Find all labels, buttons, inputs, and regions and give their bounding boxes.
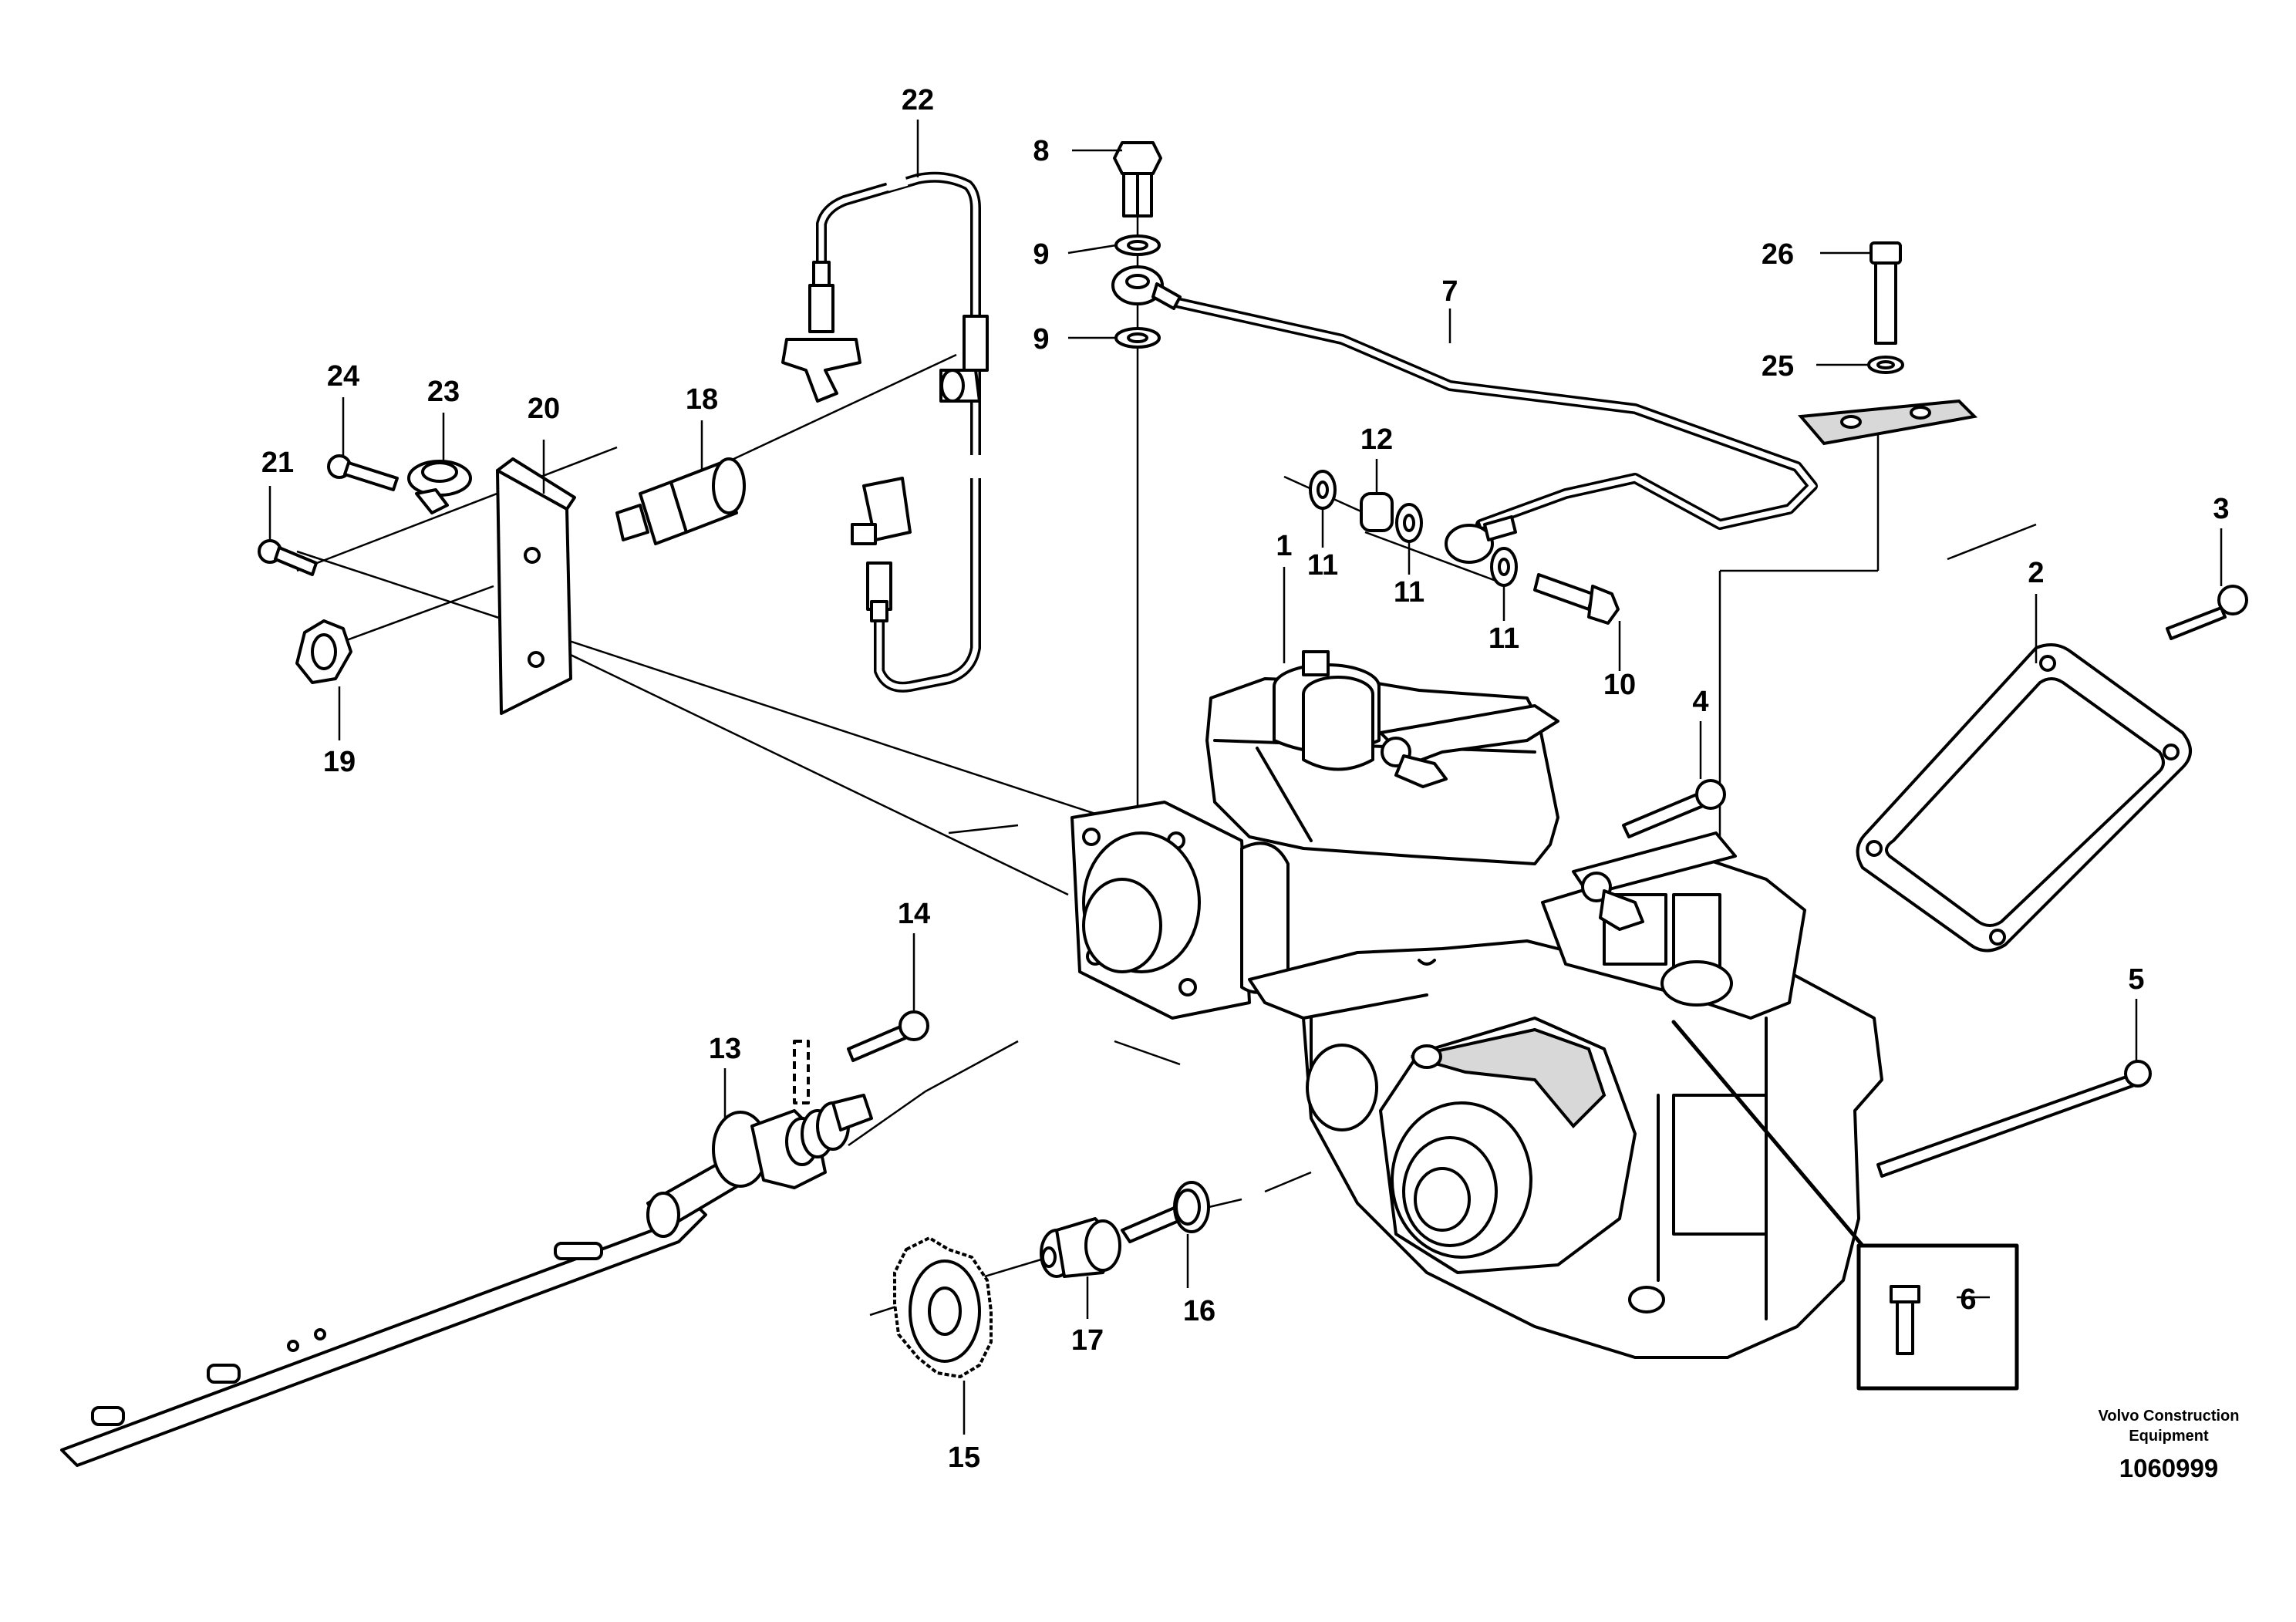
brand-line-2: Equipment <box>2129 1428 2209 1445</box>
callout-3: 3 <box>2213 493 2229 525</box>
callout-11c: 11 <box>1489 622 1519 655</box>
callout-16: 16 <box>1183 1295 1215 1327</box>
gear-15 <box>893 1236 993 1378</box>
pump-housing <box>1070 650 1883 1359</box>
callout-6: 6 <box>1960 1283 1976 1316</box>
nut-19 <box>295 619 352 684</box>
callout-20: 20 <box>528 393 560 425</box>
callout-12: 12 <box>1360 423 1393 456</box>
callout-19: 19 <box>323 746 356 778</box>
gasket-cover <box>1856 643 2192 953</box>
callout-17: 17 <box>1071 1324 1104 1357</box>
callout-14: 14 <box>898 898 930 930</box>
bolt-3 <box>2166 585 2248 640</box>
bolt-4 <box>1622 779 1726 838</box>
clamp-23 <box>327 454 472 514</box>
banjo-assembly-2 <box>1309 470 1620 625</box>
callout-23: 23 <box>427 376 460 408</box>
callout-22: 22 <box>902 84 934 116</box>
sleeve-17 <box>1040 1217 1121 1278</box>
callout-25: 25 <box>1762 350 1794 383</box>
callout-9b: 9 <box>1033 323 1049 356</box>
callout-labels: 1 2 3 4 5 6 7 8 9 9 10 11 11 11 12 13 14… <box>261 84 2230 1474</box>
brand-block: Volvo Construction Equipment 1060999 <box>2099 1408 2240 1482</box>
callout-9a: 9 <box>1033 238 1049 271</box>
callout-1: 1 <box>1276 530 1292 562</box>
callout-13: 13 <box>709 1033 741 1065</box>
callout-15: 15 <box>948 1442 980 1474</box>
callout-2: 2 <box>2028 557 2044 589</box>
callout-4: 4 <box>1692 686 1708 718</box>
callout-18: 18 <box>686 383 718 416</box>
banjo-assembly <box>1111 141 1182 349</box>
callout-10: 10 <box>1603 669 1636 701</box>
callout-24: 24 <box>327 360 359 393</box>
bolt-16 <box>1121 1181 1210 1243</box>
bolt-21 <box>258 539 318 576</box>
brand-line-1: Volvo Construction <box>2099 1408 2240 1425</box>
bolt-5 <box>1876 1060 2152 1178</box>
pipe-22 <box>781 171 989 693</box>
callout-7: 7 <box>1441 275 1458 308</box>
callout-11b: 11 <box>1394 576 1424 609</box>
part-13 <box>60 1040 873 1467</box>
document-number: 1060999 <box>2119 1454 2218 1482</box>
sensor-18 <box>615 457 746 545</box>
bracket-20 <box>496 457 576 715</box>
callout-5: 5 <box>2128 963 2144 996</box>
leader-lines <box>268 120 2223 1435</box>
callout-21: 21 <box>261 447 294 479</box>
callout-8: 8 <box>1033 135 1049 167</box>
bolt-14 <box>847 1010 929 1062</box>
callout-26: 26 <box>1762 238 1794 271</box>
plate-25-26 <box>1797 241 1978 446</box>
callout-11a: 11 <box>1307 549 1338 582</box>
detail-box <box>1671 1020 2019 1391</box>
pipe-7 <box>1171 297 1818 564</box>
